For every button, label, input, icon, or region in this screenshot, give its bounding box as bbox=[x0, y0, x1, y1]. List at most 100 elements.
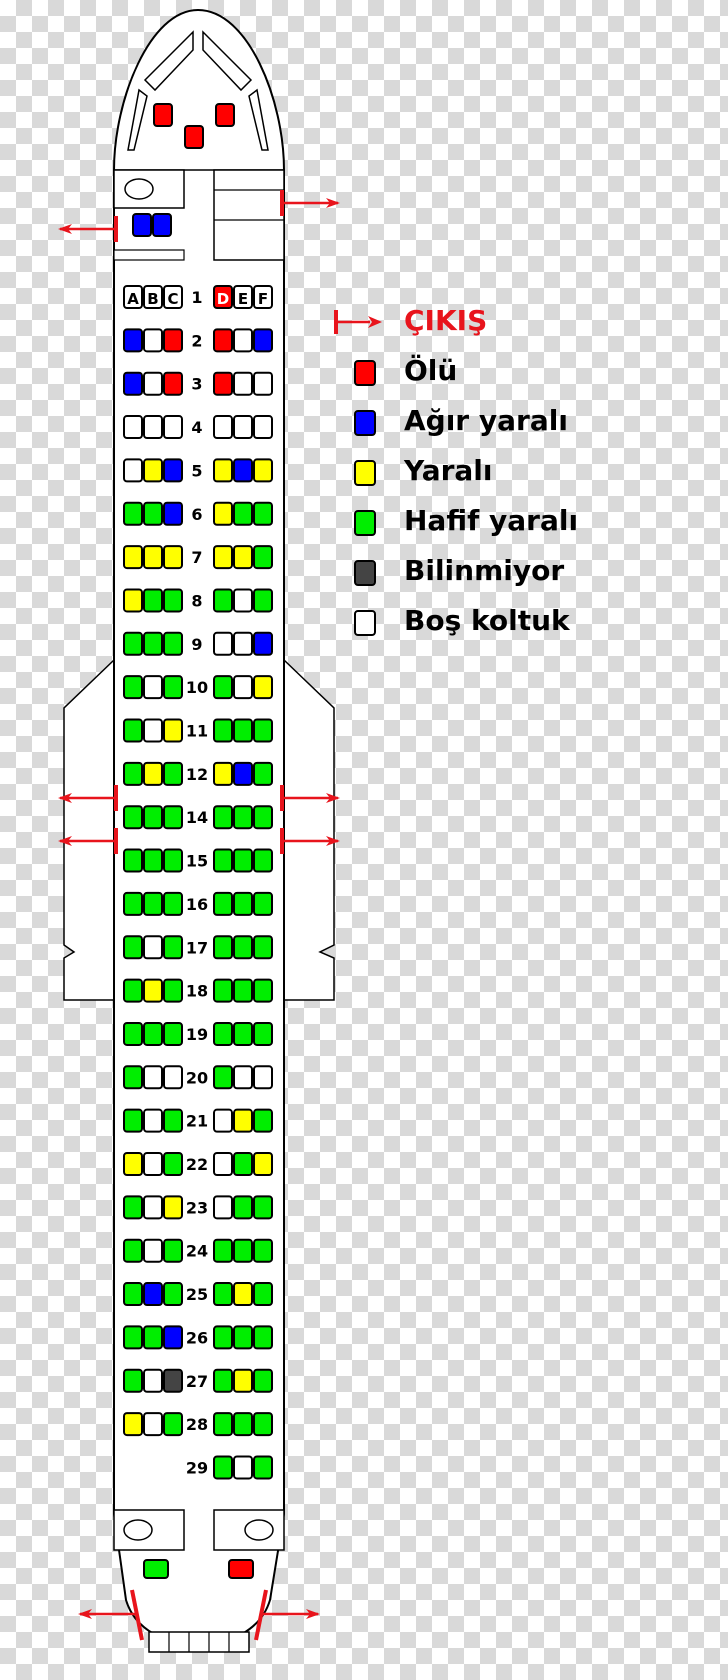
seat-8b bbox=[143, 588, 163, 613]
seat-19b bbox=[143, 1021, 163, 1046]
seat-17e bbox=[233, 935, 253, 960]
crew-seat bbox=[143, 1559, 169, 1579]
row-number-label: 12 bbox=[186, 765, 208, 784]
seat-23f bbox=[253, 1195, 273, 1220]
seat-swatch-icon bbox=[354, 610, 376, 636]
seat-19a bbox=[123, 1021, 143, 1046]
seat-letter-label: D bbox=[217, 290, 229, 308]
seat-6d bbox=[213, 501, 233, 526]
seat-17f bbox=[253, 935, 273, 960]
seat-25c bbox=[163, 1282, 183, 1307]
row-number-label: 16 bbox=[186, 895, 208, 914]
seat-24c bbox=[163, 1238, 183, 1263]
seat-14c bbox=[163, 805, 183, 830]
seat-8a bbox=[123, 588, 143, 613]
row-number-label: 5 bbox=[191, 461, 202, 480]
legend-item-empty: Boş koltuk bbox=[320, 600, 720, 650]
seat-6b bbox=[143, 501, 163, 526]
forward-lavatory-toilet bbox=[124, 178, 154, 200]
seat-23c bbox=[163, 1195, 183, 1220]
seat-11b bbox=[143, 718, 163, 743]
seat-14f bbox=[253, 805, 273, 830]
seat-5f bbox=[253, 458, 273, 483]
seat-16d bbox=[213, 891, 233, 916]
seat-7d bbox=[213, 545, 233, 570]
seat-26b bbox=[143, 1325, 163, 1350]
seat-20b bbox=[143, 1065, 163, 1090]
seat-10d bbox=[213, 675, 233, 700]
seat-20d bbox=[213, 1065, 233, 1090]
seat-25d bbox=[213, 1282, 233, 1307]
seat-28a bbox=[123, 1412, 143, 1437]
seat-letter-label: A bbox=[127, 290, 139, 308]
row-number-label: 10 bbox=[186, 678, 208, 697]
row-number-label: 15 bbox=[186, 852, 208, 871]
seat-22b bbox=[143, 1152, 163, 1176]
forward-crew-bench bbox=[113, 249, 185, 261]
seat-20f bbox=[253, 1065, 273, 1090]
crew-seat bbox=[152, 213, 172, 237]
seat-10b bbox=[143, 675, 163, 700]
seat-18d bbox=[213, 978, 233, 1003]
seat-22d bbox=[213, 1152, 233, 1176]
exit-rear-left bbox=[78, 1589, 144, 1641]
seat-3a bbox=[123, 371, 143, 396]
seat-11c bbox=[163, 718, 183, 743]
seat-9b bbox=[143, 631, 163, 656]
legend-label: Hafif yaralı bbox=[404, 504, 579, 537]
seat-5d bbox=[213, 458, 233, 483]
seat-17d bbox=[213, 935, 233, 960]
seat-21c bbox=[163, 1108, 183, 1133]
seat-8f bbox=[253, 588, 273, 613]
exit-overwing-left-1 bbox=[58, 785, 118, 811]
seat-15c bbox=[163, 848, 183, 873]
row-number-label: 29 bbox=[186, 1458, 208, 1477]
seat-letter-label: F bbox=[258, 290, 268, 308]
seat-26e bbox=[233, 1325, 253, 1350]
seat-11a bbox=[123, 718, 143, 743]
seat-22c bbox=[163, 1152, 183, 1176]
seat-15e bbox=[233, 848, 253, 873]
seat-17c bbox=[163, 935, 183, 960]
seat-swatch-icon bbox=[354, 460, 376, 486]
seat-19f bbox=[253, 1021, 273, 1046]
legend-label: Yaralı bbox=[404, 454, 493, 487]
seat-20a bbox=[123, 1065, 143, 1090]
seat-6f bbox=[253, 501, 273, 526]
seat-1b bbox=[143, 285, 163, 309]
seat-17b bbox=[143, 935, 163, 960]
cockpit-side-window-left bbox=[127, 88, 148, 151]
seat-18b bbox=[143, 978, 163, 1003]
seat-9a bbox=[123, 631, 143, 656]
seat-16e bbox=[233, 891, 253, 916]
seat-22a bbox=[123, 1152, 143, 1176]
crew-seat bbox=[132, 213, 152, 237]
seat-1f bbox=[253, 285, 273, 309]
seat-4e bbox=[233, 415, 253, 440]
row-number-label: 7 bbox=[191, 548, 202, 567]
legend-item-minor: Hafif yaralı bbox=[320, 500, 720, 550]
left-wing bbox=[63, 658, 115, 1001]
row-number-label: 6 bbox=[191, 505, 202, 524]
seat-27c bbox=[163, 1368, 183, 1393]
exit-rear-right bbox=[254, 1589, 320, 1641]
seat-4f bbox=[253, 415, 273, 440]
seat-6c bbox=[163, 501, 183, 526]
legend-item-dead: Ölü bbox=[320, 350, 720, 400]
seat-letter-label: E bbox=[238, 290, 248, 308]
seat-5b bbox=[143, 458, 163, 483]
exit-arrow-icon bbox=[334, 310, 382, 334]
seat-21d bbox=[213, 1108, 233, 1133]
legend-label: Bilinmiyor bbox=[404, 554, 565, 587]
seat-24e bbox=[233, 1238, 253, 1263]
seat-23d bbox=[213, 1195, 233, 1220]
seat-20c bbox=[163, 1065, 183, 1090]
cockpit-seat bbox=[215, 103, 235, 127]
seat-18a bbox=[123, 978, 143, 1003]
seat-15d bbox=[213, 848, 233, 873]
exit-forward-left bbox=[58, 216, 118, 242]
seat-8e bbox=[233, 588, 253, 613]
row-number-label: 4 bbox=[191, 418, 202, 437]
legend-item-severe: Ağır yaralı bbox=[320, 400, 720, 450]
cockpit-window-right bbox=[202, 30, 253, 92]
